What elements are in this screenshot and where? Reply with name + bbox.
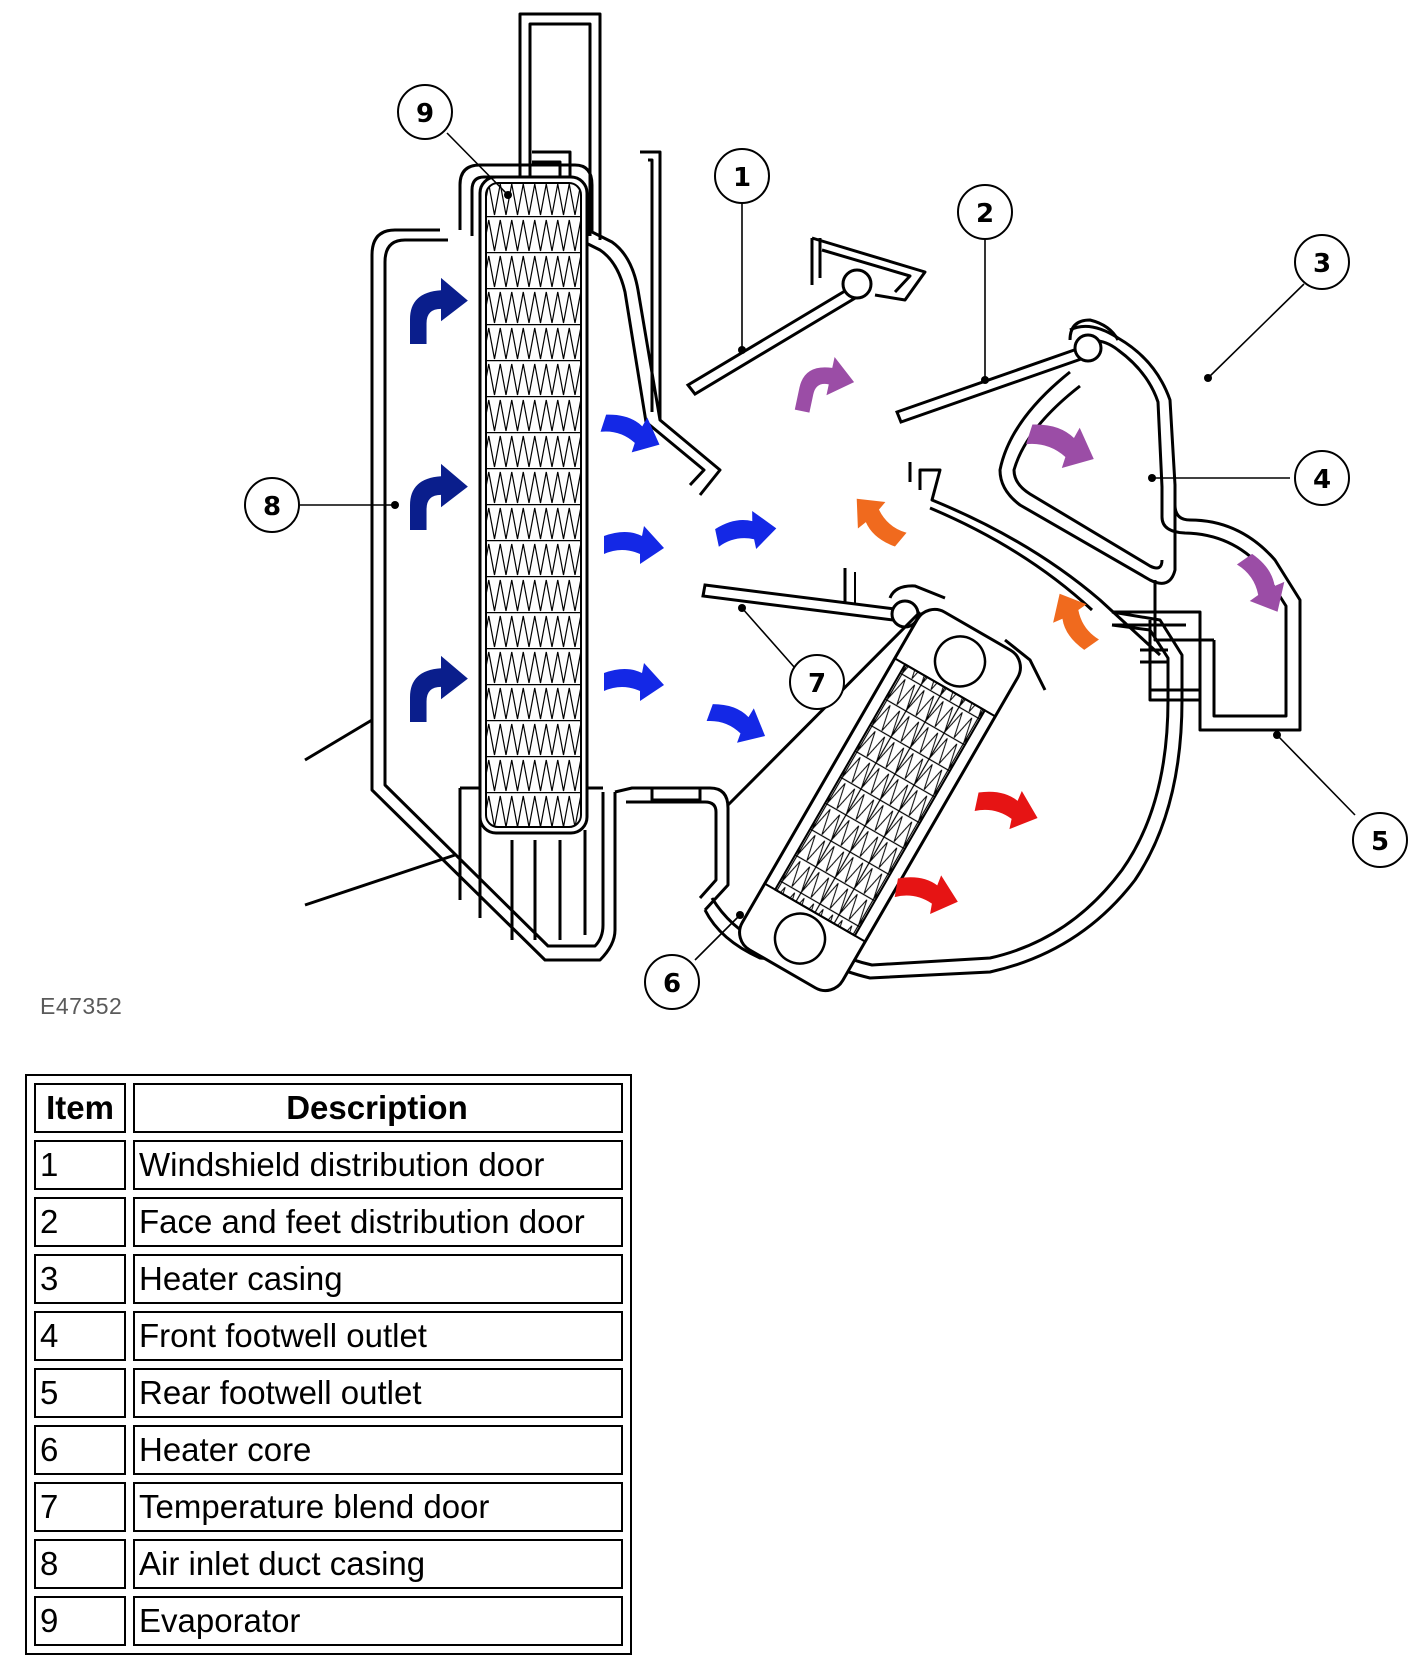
legend-header-item: Item — [34, 1083, 126, 1133]
cooled-arrow-2 — [604, 526, 664, 564]
heater-core — [738, 607, 1022, 993]
heater-assembly-diagram: 1 2 3 4 5 6 7 8 9 — [244, 12, 1408, 1010]
cooled-arrow-4 — [713, 506, 780, 557]
inlet-arrow-middle — [410, 463, 468, 530]
legend-item-description: Temperature blend door — [133, 1482, 623, 1532]
legend-header-row: Item Description — [34, 1083, 623, 1133]
callout-number-7: 7 — [808, 669, 826, 699]
callout-8: 8 — [244, 477, 300, 533]
callout-7: 7 — [789, 654, 845, 710]
legend-row: 5 Rear footwell outlet — [34, 1368, 623, 1418]
legend-item-number: 9 — [34, 1596, 126, 1646]
heated-arrow-1 — [972, 782, 1043, 835]
callout-number-1: 1 — [733, 163, 751, 193]
mixed-arrow-1 — [794, 351, 859, 421]
legend-row: 7 Temperature blend door — [34, 1482, 623, 1532]
callout-number-3: 3 — [1313, 249, 1331, 279]
inlet-arrow-top — [410, 277, 468, 344]
legend-row: 9 Evaporator — [34, 1596, 623, 1646]
callout-4: 4 — [1294, 450, 1350, 506]
legend-item-description: Windshield distribution door — [133, 1140, 623, 1190]
legend-item-description: Heater casing — [133, 1254, 623, 1304]
cooled-arrow-5 — [703, 694, 773, 751]
callout-number-9: 9 — [416, 99, 434, 129]
inlet-airflow-arrows — [410, 277, 468, 722]
legend-item-number: 6 — [34, 1425, 126, 1475]
legend-row: 4 Front footwell outlet — [34, 1311, 623, 1361]
mixed-arrow-2 — [1022, 413, 1102, 477]
legend-row: 8 Air inlet duct casing — [34, 1539, 623, 1589]
warm-arrow-1 — [842, 486, 913, 555]
face-and-feet-distribution-door — [895, 318, 1120, 424]
legend-row: 6 Heater core — [34, 1425, 623, 1475]
callout-leaders — [300, 132, 1356, 961]
legend-item-number: 1 — [34, 1140, 126, 1190]
legend-item-number: 5 — [34, 1368, 126, 1418]
callout-3: 3 — [1294, 234, 1350, 290]
callout-number-4: 4 — [1313, 465, 1331, 495]
callout-number-2: 2 — [976, 199, 994, 229]
legend-row: 3 Heater casing — [34, 1254, 623, 1304]
evaporator — [478, 175, 589, 835]
legend-item-description: Heater core — [133, 1425, 623, 1475]
callout-anchor-dots — [391, 191, 1281, 919]
legend-row: 1 Windshield distribution door — [34, 1140, 623, 1190]
callout-number-8: 8 — [263, 492, 281, 522]
legend-item-number: 3 — [34, 1254, 126, 1304]
legend-item-description: Face and feet distribution door — [133, 1197, 623, 1247]
legend-header-description: Description — [133, 1083, 623, 1133]
callout-9: 9 — [397, 84, 453, 140]
legend-item-description: Evaporator — [133, 1596, 623, 1646]
figure-reference-id: E47352 — [40, 993, 123, 1019]
legend-table: Item Description 1 Windshield distributi… — [25, 1074, 632, 1655]
legend-item-description: Rear footwell outlet — [133, 1368, 623, 1418]
inlet-arrow-bottom — [410, 655, 468, 722]
callout-number-5: 5 — [1371, 827, 1389, 857]
cooled-arrow-3 — [604, 663, 664, 701]
callout-2: 2 — [957, 184, 1013, 240]
windshield-distribution-door — [685, 268, 873, 396]
callout-1: 1 — [714, 148, 770, 204]
callout-5: 5 — [1352, 812, 1408, 868]
legend-item-number: 4 — [34, 1311, 126, 1361]
callout-number-6: 6 — [663, 969, 681, 999]
legend-item-number: 7 — [34, 1482, 126, 1532]
legend-item-number: 2 — [34, 1197, 126, 1247]
cooled-arrow-1 — [597, 405, 667, 460]
callout-6: 6 — [644, 954, 700, 1010]
legend-item-description: Front footwell outlet — [133, 1311, 623, 1361]
legend-row: 2 Face and feet distribution door — [34, 1197, 623, 1247]
legend-item-number: 8 — [34, 1539, 126, 1589]
temperature-blend-door — [701, 568, 946, 629]
legend-item-description: Air inlet duct casing — [133, 1539, 623, 1589]
